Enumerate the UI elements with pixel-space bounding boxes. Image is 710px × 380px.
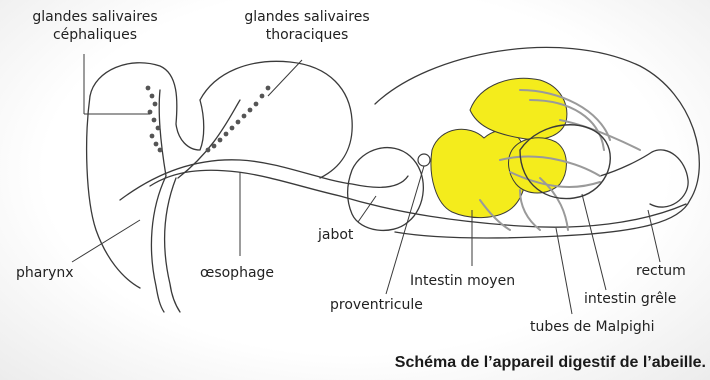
crop-jabot (348, 148, 424, 231)
label-jabot: jabot (318, 226, 353, 244)
figure-caption: Schéma de l’appareil digestif de l’abeil… (316, 354, 706, 372)
label-rectum: rectum (636, 262, 686, 280)
midgut (431, 78, 567, 217)
label-thoracic-glands-line1: glandes salivaires (244, 9, 369, 25)
proventricle (418, 154, 430, 166)
label-thoracic-glands-line2: thoraciques (266, 27, 349, 43)
label-intestin-grele: intestin grêle (584, 290, 676, 308)
label-pharynx: pharynx (16, 264, 74, 282)
label-intestin-moyen: Intestin moyen (410, 272, 515, 290)
label-cephalic-glands: glandes salivaires céphaliques (22, 8, 168, 44)
hindgut (600, 150, 688, 207)
label-tubes-malpighi: tubes de Malpighi (530, 318, 655, 336)
head-gland-duct (159, 90, 166, 176)
pharynx-tube-1 (151, 176, 166, 312)
label-cephalic-glands-line1: glandes salivaires (32, 9, 157, 25)
label-thoracic-glands: glandes salivaires thoraciques (232, 8, 382, 44)
gland-dots (146, 86, 271, 153)
label-proventricule: proventricule (330, 296, 423, 314)
oesophagus-upper (120, 160, 408, 200)
label-cephalic-glands-line2: céphaliques (53, 27, 137, 43)
head-outline (90, 63, 204, 150)
label-oesophage: œsophage (200, 264, 274, 282)
pharynx-tube-2 (165, 178, 180, 312)
